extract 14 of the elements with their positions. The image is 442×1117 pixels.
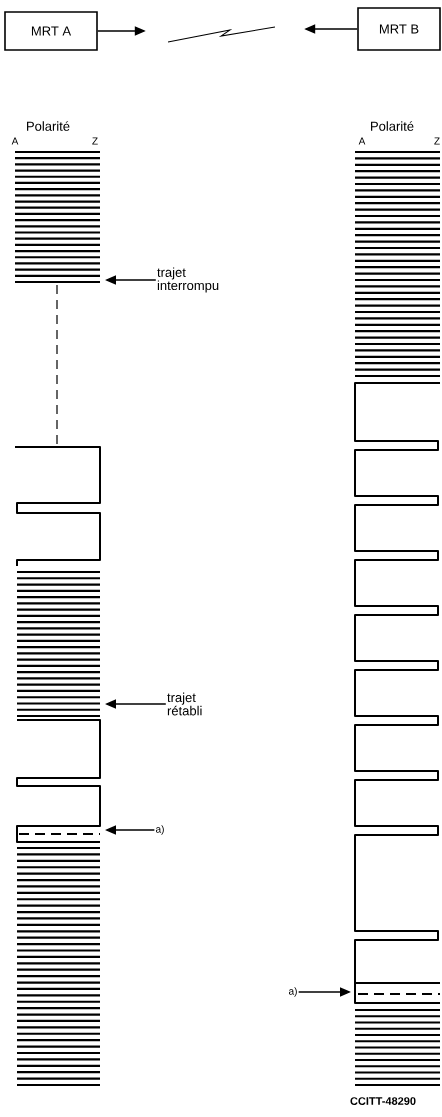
label-text: Polarité — [371, 121, 414, 131]
axis-letter: Z — [434, 137, 440, 145]
station-box: MRT A — [4, 11, 98, 51]
footnote-mark: a) — [289, 987, 297, 997]
axis-letter: Z — [92, 137, 98, 145]
annotation-text: trajet rétabli — [167, 692, 202, 716]
label-text: Polarité — [27, 121, 70, 131]
link-symbol — [167, 26, 276, 43]
figure-number: CCITT-48290 — [350, 1097, 416, 1105]
annotation-text: trajet interrompu — [157, 267, 219, 293]
axis-letter: A — [358, 137, 366, 145]
footnote-mark: a) — [156, 825, 164, 835]
axis-letter: A — [11, 137, 19, 145]
station-box: MRT B — [357, 7, 441, 51]
